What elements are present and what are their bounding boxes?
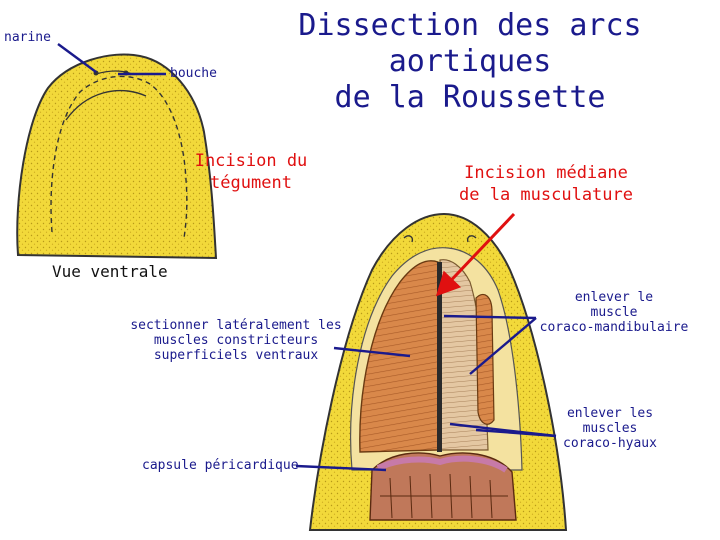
label-coraco-mandibulaire: enlever le muscle coraco-mandibulaire <box>524 290 704 335</box>
label-sectionner: sectionner latéralement les muscles cons… <box>126 318 346 363</box>
label-incision-mediane: Incision médiane de la musculature <box>446 162 646 206</box>
label-vue-ventrale: Vue ventrale <box>52 262 168 281</box>
dissected-body <box>310 214 566 530</box>
title-line-2: de la Roussette <box>230 80 710 116</box>
label-bouche: bouche <box>170 66 217 81</box>
label-narine: narine <box>4 30 51 45</box>
title-line-1: Dissection des arcs aortiques <box>230 8 710 80</box>
label-coraco-hyaux: enlever les muscles coraco-hyaux <box>540 406 680 451</box>
page-title: Dissection des arcs aortiques de la Rous… <box>230 8 710 116</box>
label-capsule-pericardique: capsule péricardique <box>142 458 299 473</box>
label-incision-tegument: Incision du tégument <box>186 150 316 194</box>
